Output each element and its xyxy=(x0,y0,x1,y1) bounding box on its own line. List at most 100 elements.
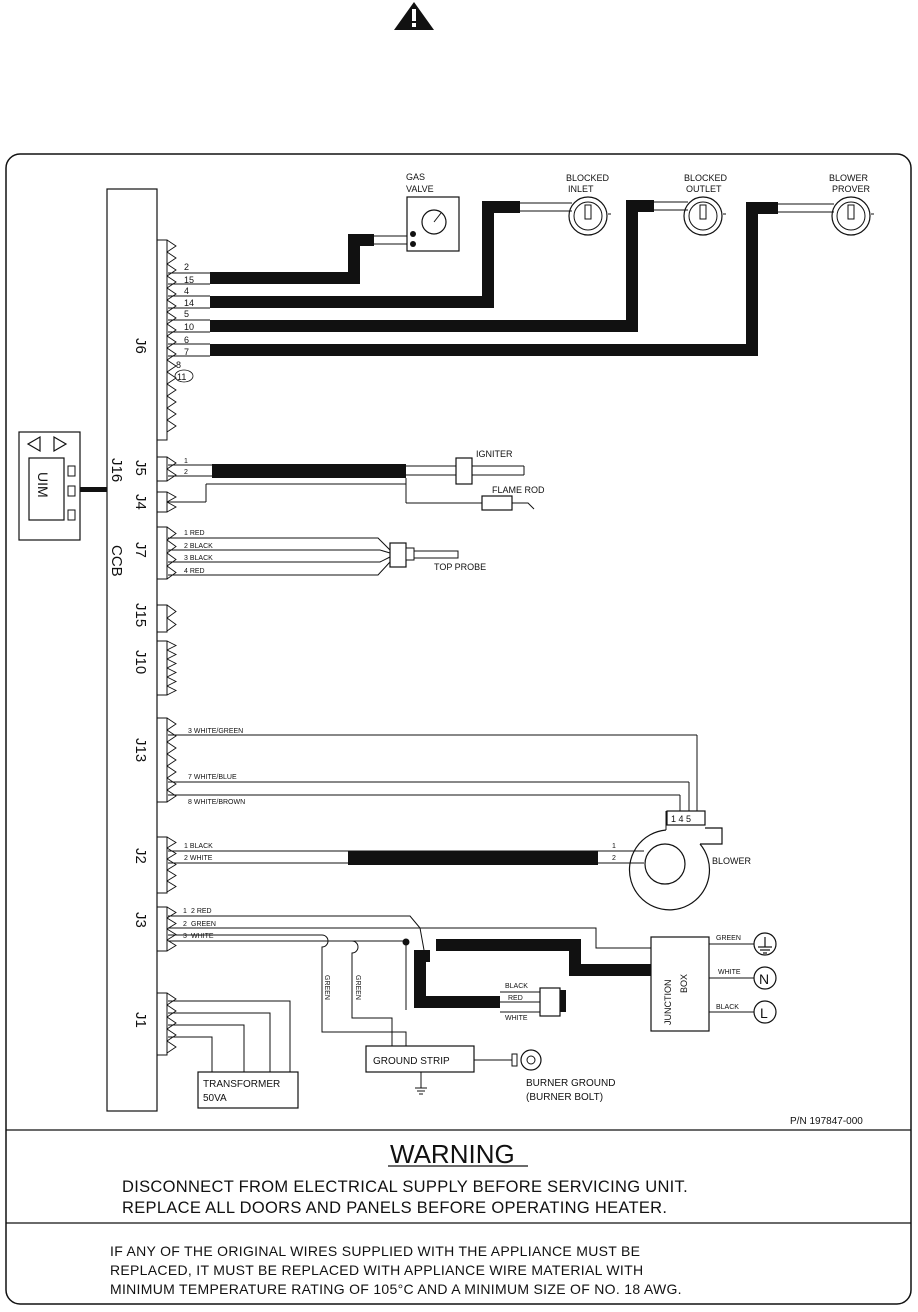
pin-chevron xyxy=(166,741,177,755)
power-switch xyxy=(539,987,566,1017)
pin-chevron xyxy=(166,858,177,871)
svg-text:OUTLET: OUTLET xyxy=(686,184,722,194)
svg-text:4 RED: 4 RED xyxy=(184,568,205,575)
connector-housings xyxy=(156,239,168,1056)
svg-text:JUNCTION: JUNCTION xyxy=(663,980,673,1026)
flame-rod-label: FLAME ROD xyxy=(492,485,545,495)
warning-triangle-icon xyxy=(394,2,434,30)
svg-text:6: 6 xyxy=(184,335,189,345)
j4-label: J4 xyxy=(132,494,149,510)
junction-box: JUNCTION BOX xyxy=(650,936,754,1032)
uim-label: UIM xyxy=(35,472,51,498)
pin-chevron xyxy=(166,323,177,337)
pin-chevron xyxy=(166,419,177,433)
blocked-outlet-switch: BLOCKED OUTLET xyxy=(683,173,728,236)
pin-chevron xyxy=(166,847,177,860)
svg-text:1: 1 xyxy=(612,843,616,850)
pin-chevrons xyxy=(166,239,178,1054)
line-terminal: L xyxy=(753,1000,777,1024)
pin-chevron xyxy=(166,1004,177,1018)
svg-text:2: 2 xyxy=(184,469,188,476)
svg-text:7: 7 xyxy=(184,347,189,357)
svg-text:2 BLACK: 2 BLACK xyxy=(184,543,213,550)
pin-chevron xyxy=(166,869,177,882)
neutral-terminal: N xyxy=(753,966,777,990)
pin-chevron xyxy=(166,371,177,385)
pin-chevron xyxy=(166,765,177,779)
pin-chevron xyxy=(166,491,177,503)
triangle-right-icon xyxy=(53,435,68,453)
pin-chevron xyxy=(166,729,177,743)
svg-text:2: 2 xyxy=(183,921,187,928)
blocked-inlet-switch: BLOCKED INLET xyxy=(566,173,611,236)
transformer-circuit xyxy=(168,1000,299,1109)
ccb-label: CCB xyxy=(108,545,125,577)
pin-chevron xyxy=(166,604,177,619)
pin-chevron xyxy=(166,407,177,421)
svg-text:1: 1 xyxy=(184,458,188,465)
j5-label: J5 xyxy=(132,460,149,476)
ccb-board xyxy=(106,188,158,1112)
warning-title: WARNING xyxy=(390,1139,515,1169)
pin-chevron xyxy=(166,676,178,687)
svg-text:2: 2 xyxy=(612,855,616,862)
j6-harness xyxy=(168,200,834,357)
svg-text:8 WHITE/BROWN: 8 WHITE/BROWN xyxy=(188,799,245,806)
pin-chevron xyxy=(166,777,177,791)
pin-chevron xyxy=(166,753,177,767)
pin-chevron xyxy=(166,395,177,409)
j10-label: J10 xyxy=(132,650,149,674)
svg-text:WHITE: WHITE xyxy=(191,933,214,940)
pin-chevron xyxy=(166,789,177,803)
top-probe-circuit: 1 RED 2 BLACK 3 BLACK 4 RED xyxy=(168,530,459,576)
pin-chevron xyxy=(166,552,177,567)
pin-chevron xyxy=(166,640,178,651)
svg-text:N: N xyxy=(759,971,769,987)
svg-text:1 RED: 1 RED xyxy=(184,530,205,537)
note-line-3: MINIMUM TEMPERATURE RATING OF 105°C AND … xyxy=(110,1281,682,1297)
diagram-frame xyxy=(5,153,912,1305)
j7-label: J7 xyxy=(132,542,149,558)
note-line-1: IF ANY OF THE ORIGINAL WIRES SUPPLIED WI… xyxy=(110,1243,640,1259)
pin-chevron xyxy=(166,299,177,313)
pin-chevron xyxy=(166,383,177,397)
pin-chevron xyxy=(166,992,177,1006)
j2-wiring: 1 BLACK 2 WHITE 1 2 xyxy=(168,843,644,865)
pin-chevron xyxy=(166,468,177,482)
igniter-circuit: 1 2 xyxy=(168,457,535,511)
blower-motor: 1 4 5 xyxy=(628,810,723,911)
j6-label: J6 xyxy=(132,338,149,354)
svg-text:3: 3 xyxy=(183,933,187,940)
svg-text:2 RED: 2 RED xyxy=(191,908,212,915)
junction-wire-black: BLACK xyxy=(716,1004,739,1011)
svg-text:BOX: BOX xyxy=(679,974,689,993)
pin-chevron xyxy=(166,658,178,669)
svg-text:BLOCKED: BLOCKED xyxy=(684,173,728,183)
burner-bolt-label: (BURNER BOLT) xyxy=(526,1092,603,1103)
svg-text:1 4 5: 1 4 5 xyxy=(671,814,691,824)
switch-wire-white: WHITE xyxy=(505,1015,528,1022)
j3-wiring: 1 2 RED 2 GREEN 3 WHITE xyxy=(168,908,651,1046)
top-probe-label: TOP PROBE xyxy=(434,562,486,572)
pin-chevron xyxy=(166,917,177,930)
pin-chevron xyxy=(166,263,177,277)
pin-chevron xyxy=(166,275,177,289)
svg-text:11: 11 xyxy=(177,372,186,382)
j2-label: J2 xyxy=(132,848,149,864)
pin-chevron xyxy=(166,565,177,580)
uim-cable xyxy=(80,487,107,492)
svg-text:BLOCKED: BLOCKED xyxy=(566,173,610,183)
pin-chevron xyxy=(166,617,177,632)
power-cable xyxy=(414,939,651,1013)
pin-chevron xyxy=(166,667,178,678)
junction-wire-green: GREEN xyxy=(716,935,741,942)
svg-text:PROVER: PROVER xyxy=(832,184,871,194)
igniter-label: IGNITER xyxy=(476,449,513,459)
pin-chevron xyxy=(166,1016,177,1030)
svg-text:10: 10 xyxy=(184,322,194,332)
svg-text:2 WHITE: 2 WHITE xyxy=(184,855,213,862)
j16-label: J16 xyxy=(108,458,125,482)
pin-chevron xyxy=(166,649,178,660)
pin-chevron xyxy=(166,287,177,301)
